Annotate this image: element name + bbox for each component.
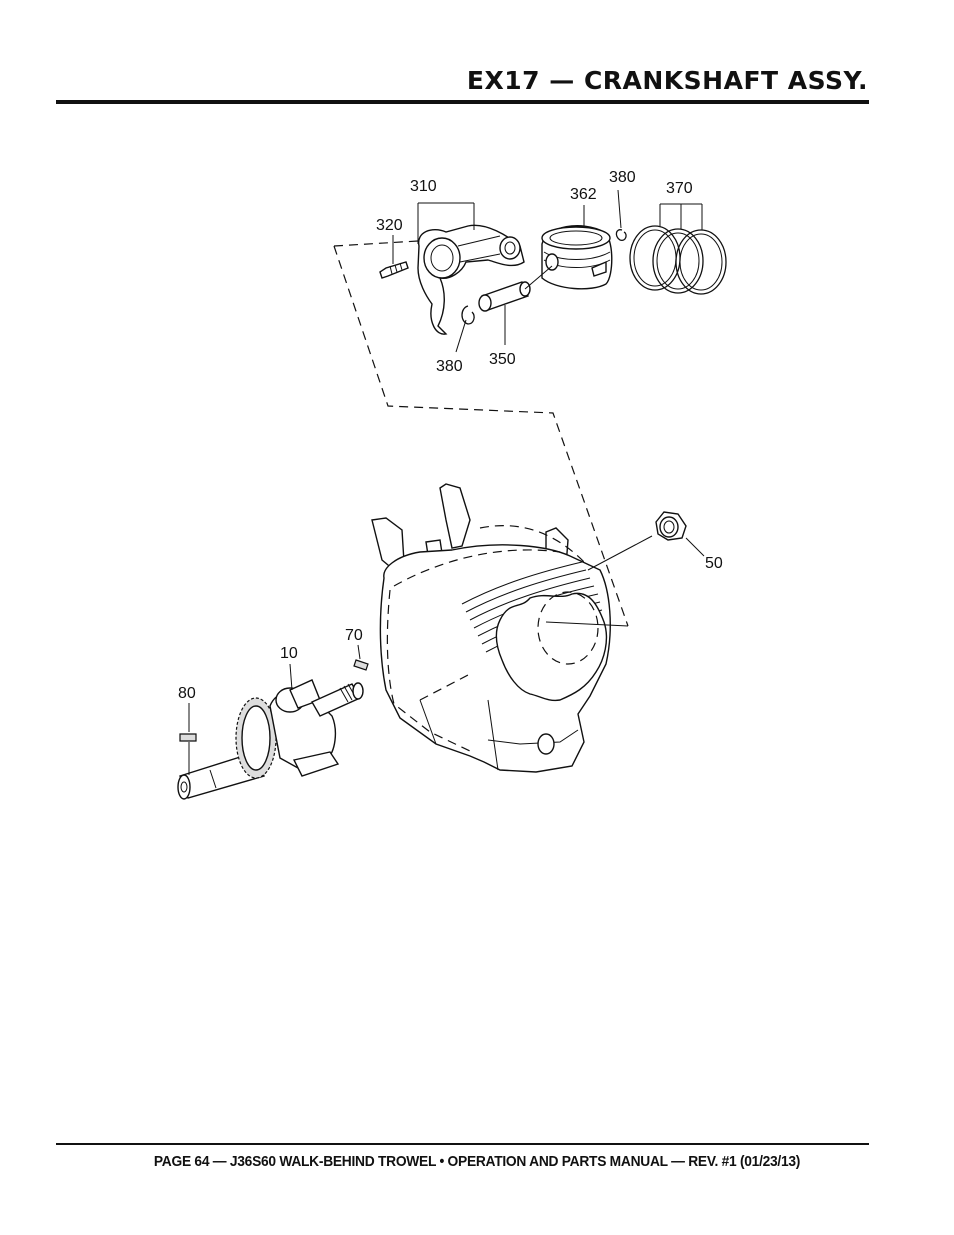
callout-10: 10 xyxy=(280,645,298,662)
crankshaft xyxy=(177,679,364,800)
shaft-key xyxy=(179,733,197,742)
callout-350: 350 xyxy=(489,351,516,368)
connecting-rod xyxy=(417,224,525,335)
rod-bolt xyxy=(379,261,409,279)
footer-rule xyxy=(56,1143,869,1145)
piston xyxy=(541,225,613,290)
callout-362: 362 xyxy=(570,186,597,203)
header-rule xyxy=(56,100,869,104)
piston-rings xyxy=(629,225,727,295)
flange-nut xyxy=(655,511,687,541)
callout-50: 50 xyxy=(705,555,723,572)
callout-370: 370 xyxy=(666,180,693,197)
crankcase xyxy=(371,483,611,773)
page-title: EX17 — CRANKSHAFT ASSY. xyxy=(466,66,868,95)
piston-pin-clip xyxy=(615,229,627,241)
callout-70: 70 xyxy=(345,627,363,644)
callout-380-top: 380 xyxy=(609,169,636,186)
page-footer: PAGE 64 — J36S60 WALK-BEHIND TROWEL • OP… xyxy=(153,1153,801,1170)
callout-320: 320 xyxy=(376,217,403,234)
woodruff-key xyxy=(353,659,369,671)
callout-80: 80 xyxy=(178,685,196,702)
callout-310: 310 xyxy=(410,178,437,195)
piston-pin-clip xyxy=(461,305,475,325)
assembly-guide-line xyxy=(333,240,419,247)
callout-380-bottom: 380 xyxy=(436,358,463,375)
piston-pin xyxy=(478,265,553,312)
